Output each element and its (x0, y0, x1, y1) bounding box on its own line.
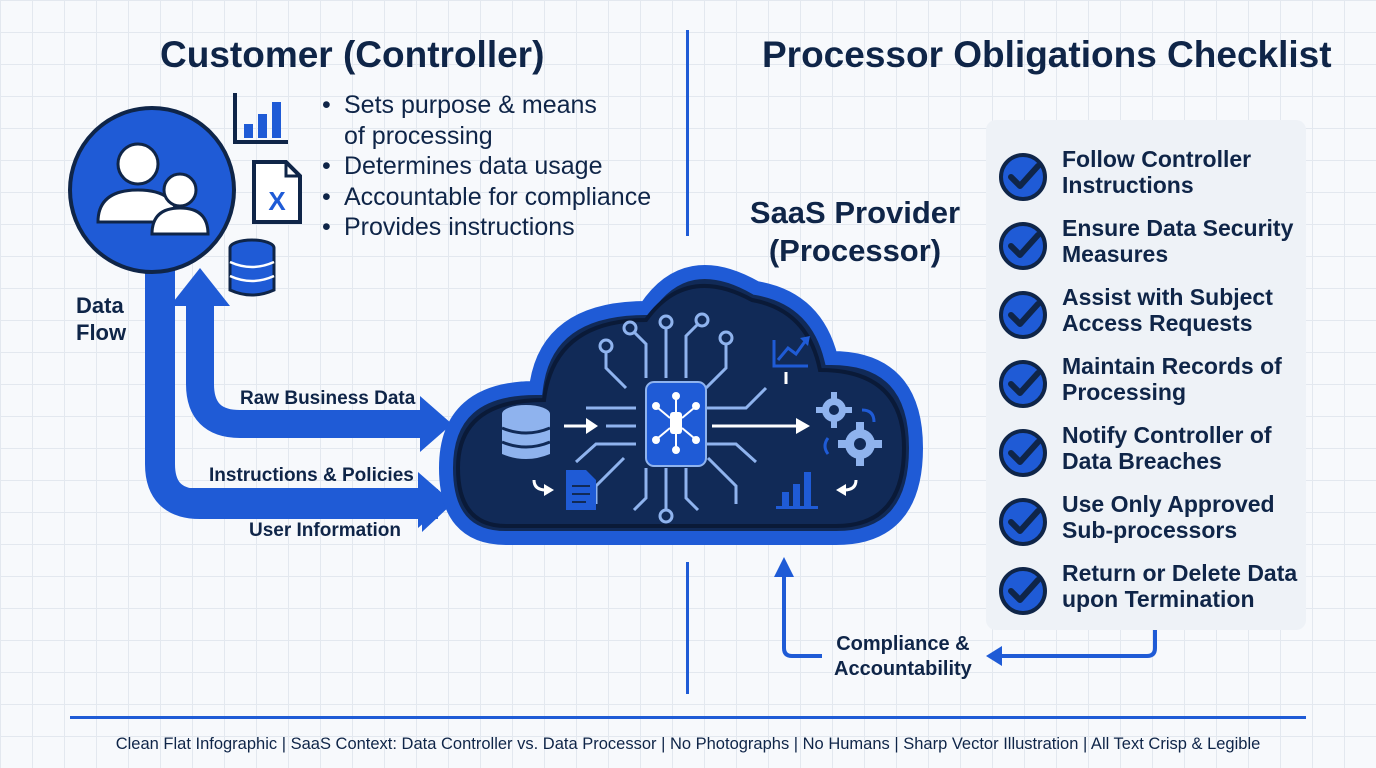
database-icon (228, 238, 276, 297)
footer-caption: Clean Flat Infographic | SaaS Context: D… (115, 735, 1261, 753)
check-icon (999, 153, 1047, 201)
cloud-bar-chart-icon (776, 472, 818, 509)
check-icon (999, 429, 1047, 477)
check-icon (999, 567, 1047, 615)
instructions-arrow-shape (190, 472, 450, 528)
excel-file-icon: X (252, 160, 302, 224)
chip-icon (645, 381, 707, 467)
document-icon (566, 470, 596, 510)
raw-business-data-label: Raw Business Data (240, 388, 416, 409)
accountability-arrowhead (774, 557, 794, 577)
center-divider-top (686, 30, 689, 236)
check-icon (999, 222, 1047, 270)
bullet-instructions: Provides instructions (322, 212, 651, 243)
check-icon (999, 291, 1047, 339)
bar-chart-icon (233, 93, 288, 144)
accountability-arrow (782, 575, 822, 658)
check-icon (999, 498, 1047, 546)
instructions-policies-label: Instructions & Policies (209, 465, 414, 486)
excel-letter: X (268, 186, 286, 216)
raw-data-arrowhead (420, 396, 452, 452)
cloud-icon (438, 265, 924, 545)
customer-avatar (68, 106, 236, 274)
compliance-arrowhead (986, 646, 1002, 666)
cloud-database-icon (501, 405, 551, 459)
footer-divider (70, 716, 1306, 719)
data-flow-arrow-inner (186, 300, 430, 438)
data-flow-label: Data Flow (76, 293, 127, 345)
bullet-purpose: Sets purpose & means (322, 90, 651, 121)
data-flow-arrowhead (170, 268, 230, 306)
center-divider-bottom (686, 562, 689, 694)
gear-icon (816, 392, 882, 466)
compliance-arrow (1000, 630, 1157, 658)
trend-chart-icon (772, 336, 810, 368)
user-information-label: User Information (249, 520, 402, 541)
check-icon (999, 360, 1047, 408)
users-icon (96, 142, 210, 236)
bullet-purpose-cont: of processing (344, 121, 493, 150)
bullet-data-usage: Determines data usage (322, 151, 651, 182)
controller-bullet-list: Sets purpose & means of processing Deter… (322, 90, 651, 243)
compliance-label: Compliance & Accountability (834, 633, 972, 680)
processor-title: SaaS Provider (Processor) (749, 195, 961, 268)
bullet-accountable: Accountable for compliance (322, 182, 651, 213)
checklist-title: Processor Obligations Checklist (762, 34, 1332, 75)
controller-title: Customer (Controller) (160, 34, 545, 75)
